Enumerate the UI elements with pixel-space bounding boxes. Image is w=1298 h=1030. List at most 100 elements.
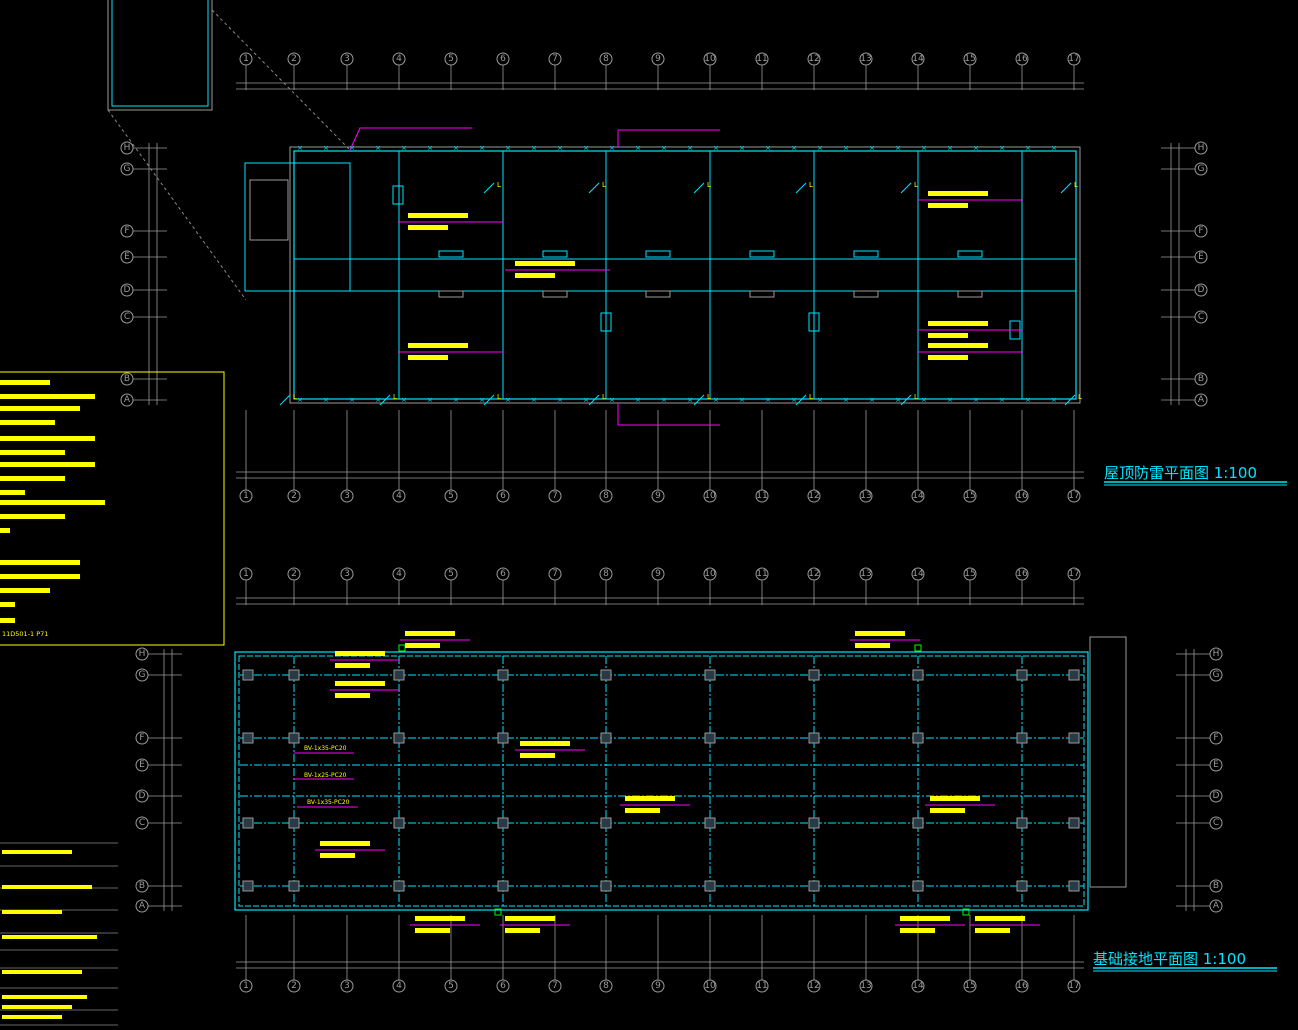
roof-col-6-b-label: 6: [500, 491, 506, 501]
column-footing: [808, 669, 820, 681]
found-col-1-b-label: 1: [243, 981, 249, 991]
roof-col-16-label: 16: [1016, 54, 1028, 64]
roof-row-A-label: A: [124, 395, 131, 405]
roof-col-6-b-bubble: [496, 489, 510, 503]
roof-col-12-bubble: [807, 52, 821, 66]
annotation-text: [625, 808, 660, 813]
found-col-3-bubble: [340, 567, 354, 581]
column-footing: [242, 732, 254, 744]
column-footing: [288, 880, 300, 892]
found-row-B-label: B: [139, 881, 145, 891]
roof-row-D-r-label: D: [1198, 285, 1205, 295]
conductor-label-3: BV-1x35-PC20: [307, 799, 350, 806]
annotation-text: [505, 928, 540, 933]
annotation-text: [408, 225, 448, 230]
annotation-text: [625, 796, 675, 801]
roof-col-8-b-label: 8: [603, 491, 609, 501]
roof-lightning-belt: [293, 150, 1077, 400]
roof-col-4-b-label: 4: [396, 491, 402, 501]
note-text-line: [0, 490, 25, 495]
title-roof-text: 屋顶防雷平面图 1:100: [1104, 464, 1257, 482]
found-col-1-label: 1: [243, 569, 249, 579]
air-terminal-mark: ×: [375, 144, 381, 152]
column-footing: [704, 817, 716, 829]
roof-col-3-label: 3: [344, 54, 350, 64]
air-terminal-mark: ×: [869, 144, 875, 152]
note-text-line: [0, 380, 50, 385]
found-col-6-bubble: [496, 567, 510, 581]
roof-col-11-b-bubble: [755, 489, 769, 503]
found-row-D-r-label: D: [1213, 791, 1220, 801]
column-footing: [912, 669, 924, 681]
found-col-10-b-label: 10: [704, 981, 716, 991]
column-footing: [1016, 732, 1028, 744]
found-col-15-bubble: [963, 567, 977, 581]
roof-col-5-label: 5: [448, 54, 454, 64]
air-terminal-mark: ×: [505, 144, 511, 152]
down-conductor-arrow: [693, 394, 705, 406]
air-terminal-mark: ×: [453, 144, 459, 152]
roof-vent: [957, 250, 983, 258]
down-conductor-label: L: [497, 393, 501, 401]
roof-col-9-b-bubble: [651, 489, 665, 503]
conductor-label-1: BV-1x35-PC20: [304, 745, 347, 752]
test-point: [398, 644, 406, 652]
found-col-17-bubble: [1067, 567, 1081, 581]
found-col-3-label: 3: [344, 569, 350, 579]
design-notes-panel: 11D501-1 P71: [0, 0, 351, 646]
roof-row-E-r-label: E: [1198, 252, 1204, 262]
note-text-line: [0, 420, 55, 425]
column-footing: [497, 732, 509, 744]
roof-vent: [957, 290, 983, 298]
annotation-text: [408, 343, 468, 348]
roof-vent: [749, 250, 775, 258]
note-text-line: [0, 618, 15, 623]
air-terminal-mark: ×: [427, 396, 433, 404]
roof-col-3-b-label: 3: [344, 491, 350, 501]
air-terminal-mark: ×: [921, 396, 927, 404]
air-terminal-mark: ×: [999, 144, 1005, 152]
air-terminal-mark: ×: [557, 144, 563, 152]
air-terminal-mark: ×: [297, 396, 303, 404]
roof-col-5-b-bubble: [444, 489, 458, 503]
air-terminal-mark: ×: [713, 144, 719, 152]
annotation-text: [335, 663, 370, 668]
roof-col-14-b-bubble: [911, 489, 925, 503]
air-terminal-mark: ×: [583, 396, 589, 404]
down-conductor-arrow: [900, 182, 912, 194]
roof-col-6-label: 6: [500, 54, 506, 64]
found-row-E-label: E: [139, 760, 145, 770]
roof-col-7-b-bubble: [548, 489, 562, 503]
title-foundation-text: 基础接地平面图 1:100: [1093, 950, 1246, 968]
found-col-1-bubble: [239, 567, 253, 581]
down-conductor-arrow: [483, 182, 495, 194]
roof-col-12-b-bubble: [807, 489, 821, 503]
down-conductor-label: L: [497, 181, 501, 189]
air-terminal-mark: ×: [531, 144, 537, 152]
down-conductor-label: L: [707, 393, 711, 401]
annotation-text: [855, 631, 905, 636]
down-conductor-arrow: [1060, 182, 1072, 194]
roof-row-F-r-label: F: [1198, 226, 1203, 236]
title-foundation: 基础接地平面图 1:100: [1093, 950, 1277, 972]
note-text-line: [0, 574, 80, 579]
roof-col-15-bubble: [963, 52, 977, 66]
found-col-7-label: 7: [552, 569, 558, 579]
roof-row-D-label: D: [124, 285, 131, 295]
found-col-15-b-bubble: [963, 979, 977, 993]
found-col-17-label: 17: [1068, 569, 1079, 579]
roof-col-10-label: 10: [704, 54, 716, 64]
column-footing: [497, 817, 509, 829]
air-terminal-mark: ×: [1025, 396, 1031, 404]
down-conductor-label: L: [1078, 393, 1082, 401]
down-conductor-arrow: [693, 182, 705, 194]
down-conductor-label: L: [602, 181, 606, 189]
air-terminal-mark: ×: [739, 144, 745, 152]
column-footing: [600, 817, 612, 829]
air-terminal-mark: ×: [349, 144, 355, 152]
table-text: [2, 970, 82, 974]
leader-line: [617, 403, 720, 426]
air-terminal-mark: ×: [921, 144, 927, 152]
column-footing: [704, 669, 716, 681]
rooftop-equipment: [392, 185, 404, 205]
